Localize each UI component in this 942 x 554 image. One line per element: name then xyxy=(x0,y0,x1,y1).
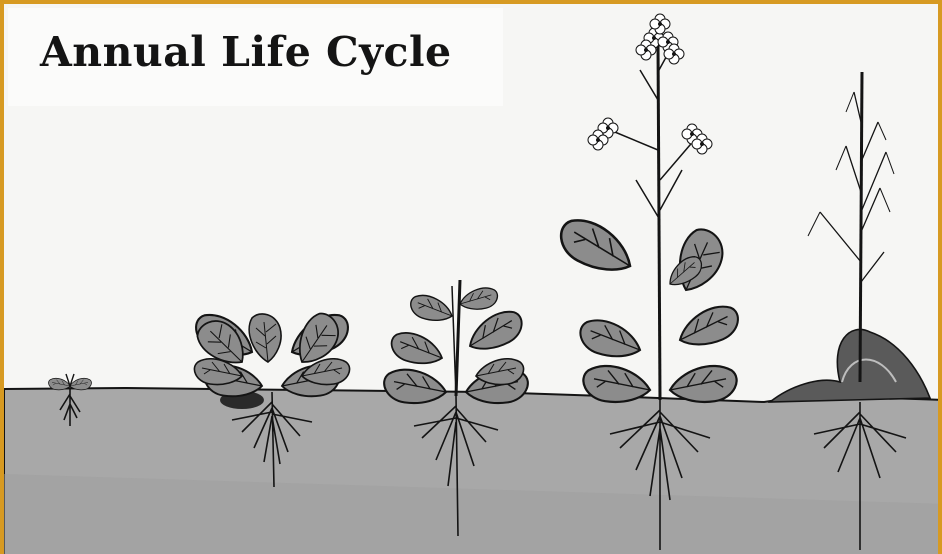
page-title: Annual Life Cycle xyxy=(40,28,452,76)
title-panel: Annual Life Cycle xyxy=(8,8,503,106)
